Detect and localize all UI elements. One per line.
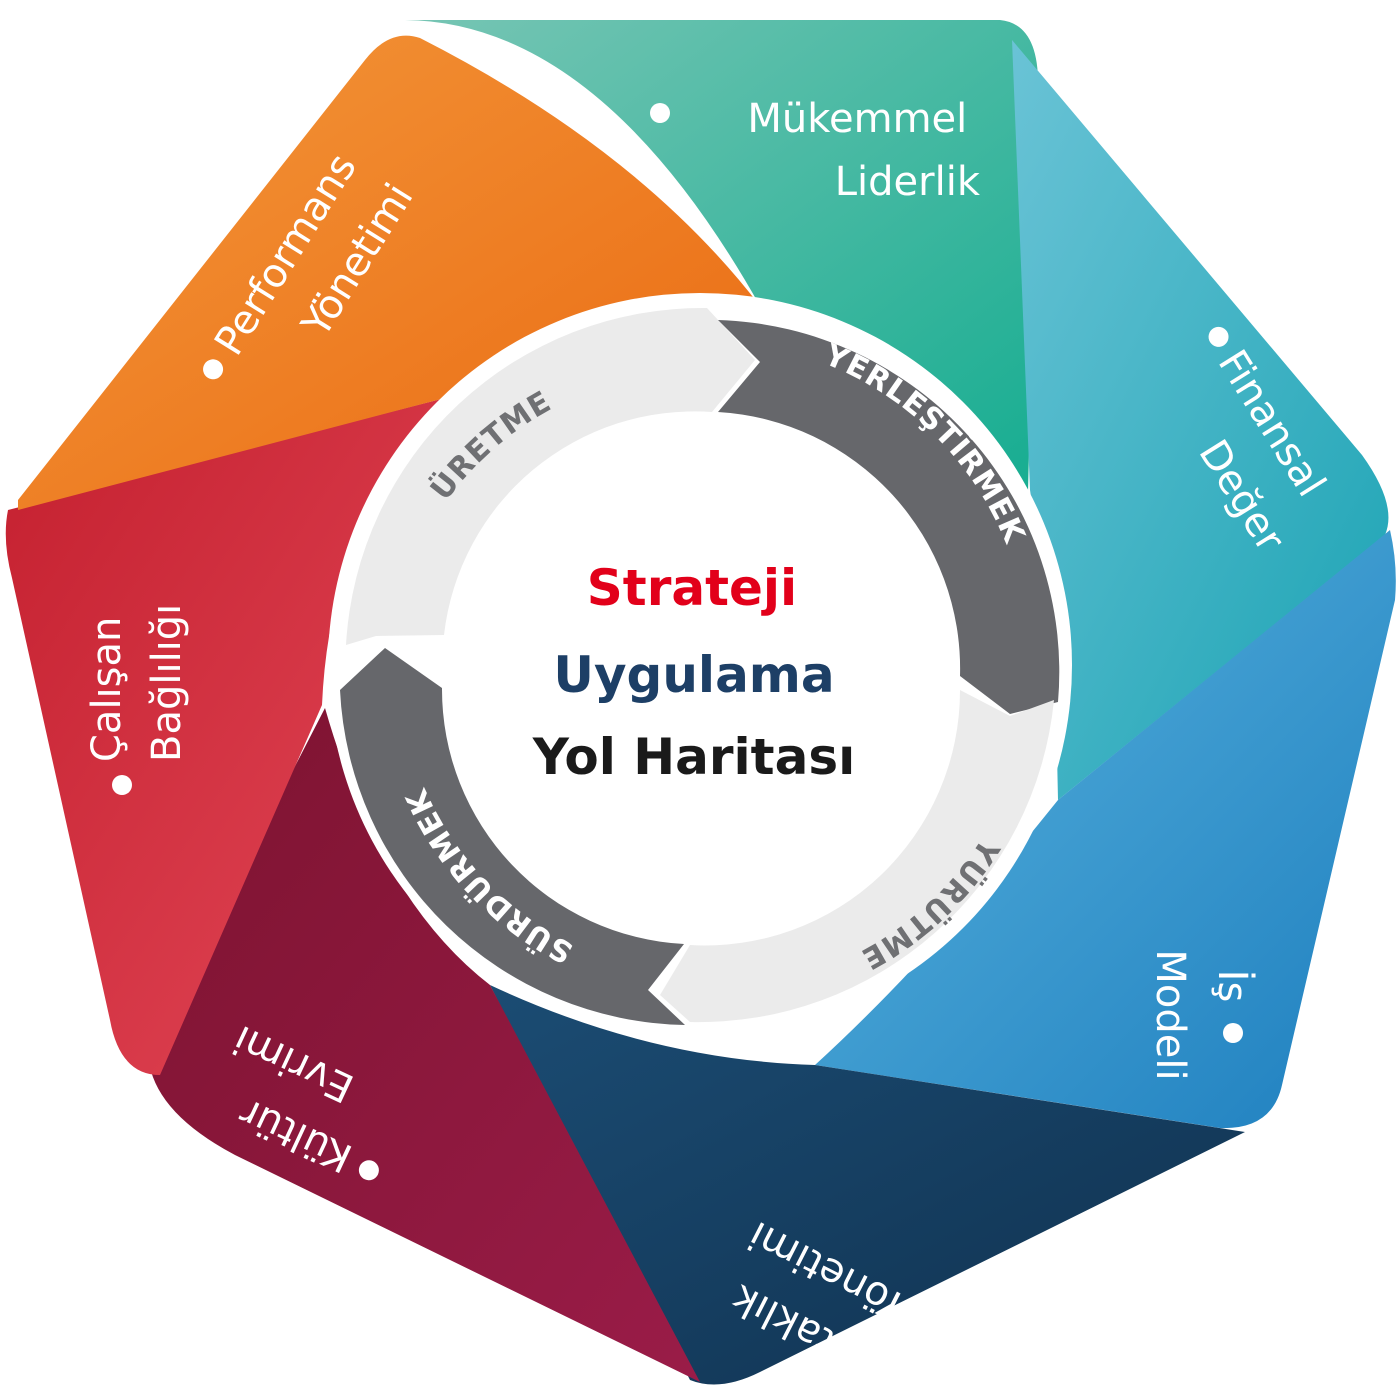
- center-title-group: Strateji Uygulama Yol Haritası: [532, 559, 855, 786]
- outer-segments: Mükemmel Liderlik Finansal Değer: [5, 20, 1396, 1389]
- bullet-icon: [358, 1160, 379, 1181]
- segment-finansal-deger: Finansal Değer: [1012, 40, 1389, 800]
- ring-arrow-yerlestirmek: [718, 320, 1060, 714]
- segment-label-group-is-modeli: İş Modeli: [1147, 949, 1257, 1080]
- bullet-icon: [884, 1368, 905, 1389]
- segment-shape-ortaklik-yonetimi: [490, 985, 1245, 1385]
- segment-label-mukemmel-liderlik: Mükemmel Liderlik: [747, 96, 980, 205]
- segment-label-is-modeli: İş Modeli: [1147, 949, 1257, 1080]
- segment-kultur-evrimi: Kültür Evrimi: [148, 708, 700, 1382]
- segment-calisan-bagliligi: Çalışan Bağlılığı: [5, 398, 445, 1075]
- ring-arrow-uretme: [346, 307, 755, 645]
- ring-arrow-yurutme: [660, 690, 1054, 1023]
- center-title-uygulama: Uygulama: [553, 646, 834, 704]
- segment-shape-calisan-bagliligi: [5, 398, 445, 1075]
- segment-shape-performans-yonetimi: [18, 35, 760, 510]
- center-title-yol-haritasi: Yol Haritası: [532, 728, 855, 786]
- bullet-icon: [112, 775, 132, 795]
- ring-arrow-surdurmek: [340, 648, 685, 1025]
- segment-shape-kultur-evrimi: [148, 708, 700, 1382]
- bullet-icon: [1223, 1023, 1243, 1043]
- segment-is-modeli: İş Modeli: [815, 530, 1396, 1129]
- bullet-icon: [650, 103, 670, 123]
- segment-shape-finansal-deger: [1012, 40, 1389, 800]
- bullet-icon: [1208, 326, 1229, 347]
- bullet-icon: [203, 359, 224, 380]
- segment-performans-yonetimi: Performans Yönetimi: [18, 35, 760, 510]
- segment-shape-is-modeli: [815, 530, 1396, 1129]
- center-title-strateji: Strateji: [587, 559, 797, 617]
- segment-label-calisan-bagliligi: Çalışan Bağlılığı: [84, 604, 190, 762]
- segment-label-group-calisan-bagliligi: Çalışan Bağlılığı: [84, 604, 190, 795]
